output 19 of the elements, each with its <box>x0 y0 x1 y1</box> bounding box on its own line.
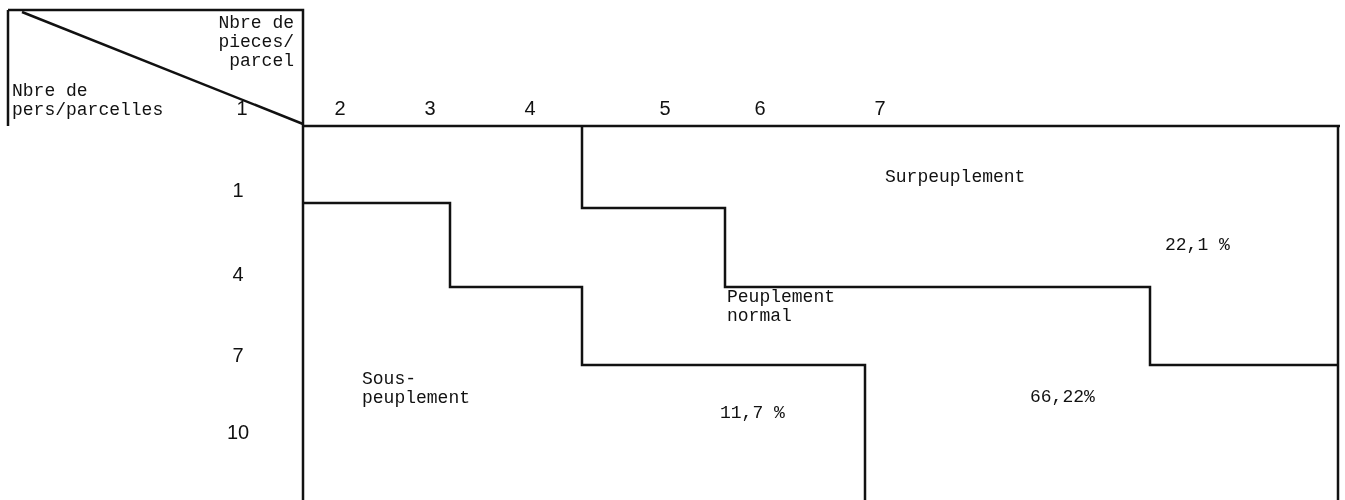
row-number: 4 <box>231 264 245 285</box>
row-number: 10 <box>225 422 251 443</box>
column-number: 4 <box>523 98 537 119</box>
row-header: Nbre de pers/parcelles <box>12 82 162 120</box>
column-number: 3 <box>423 98 437 119</box>
column-number: 1 <box>235 98 249 119</box>
column-number: 2 <box>333 98 347 119</box>
percentage-label: 22,1 % <box>1165 236 1231 255</box>
region-label: Peuplement normal <box>727 288 837 326</box>
row-number: 7 <box>231 345 245 366</box>
column-number: 6 <box>753 98 767 119</box>
row-number: 1 <box>231 180 245 201</box>
percentage-label: 11,7 % <box>720 404 786 423</box>
column-number: 5 <box>658 98 672 119</box>
column-number: 7 <box>873 98 887 119</box>
column-header: Nbre de pieces/ parcel <box>217 14 294 71</box>
percentage-label: 66,22% <box>1030 388 1096 407</box>
region-label: Surpeuplement <box>885 168 1027 187</box>
region-label: Sous-peuplement <box>362 370 472 408</box>
